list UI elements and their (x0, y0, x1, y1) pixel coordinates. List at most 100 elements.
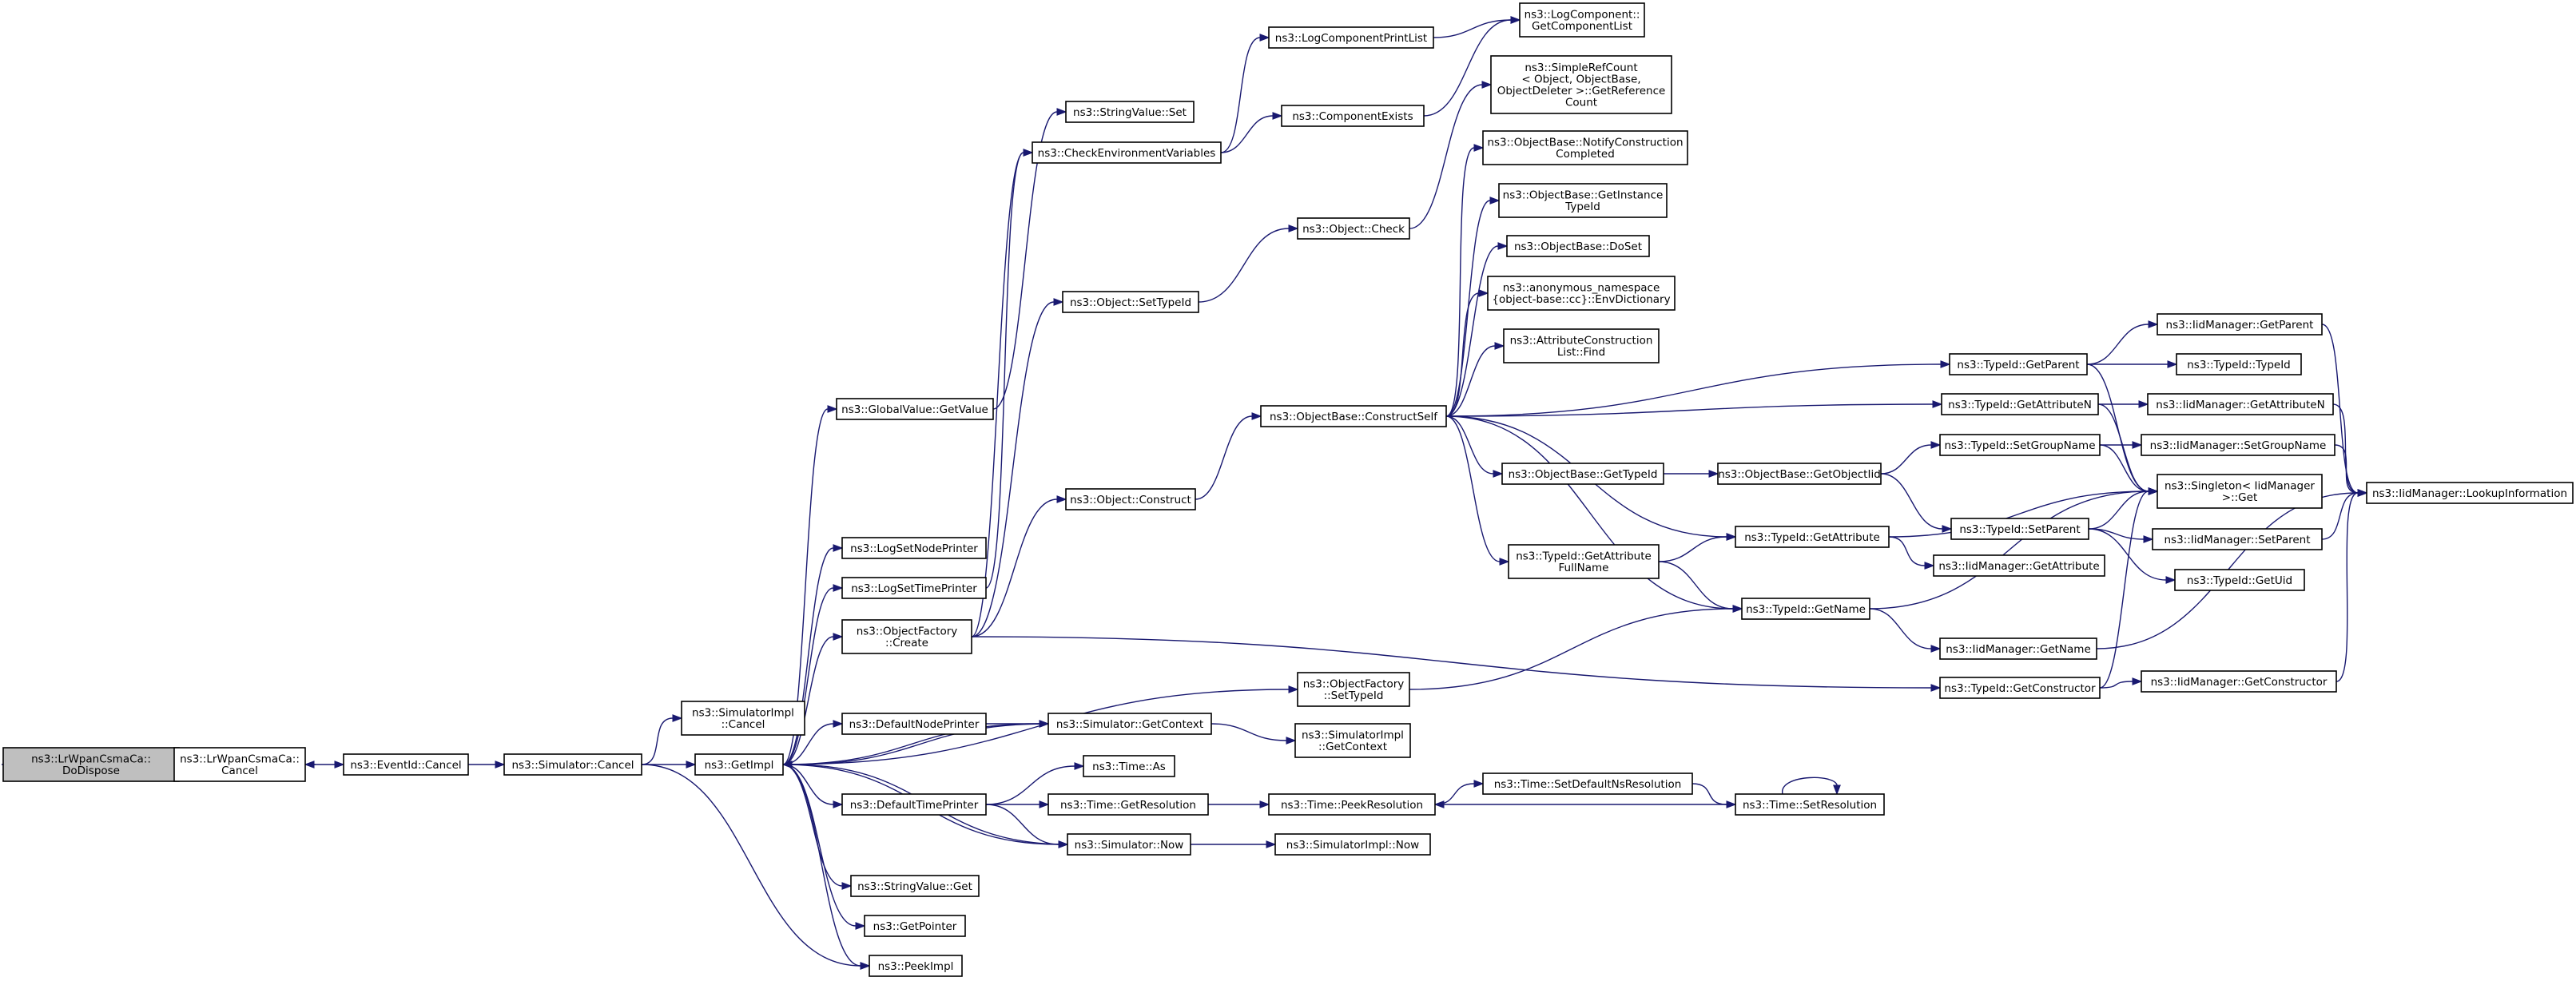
edge-getimpl-to-logsettime (782, 584, 844, 765)
node-tid-getparent[interactable]: ns3::TypeId::GetParent (1949, 353, 2088, 375)
node-logcomp-getlist[interactable]: ns3::LogComponent::GetComponentList (1519, 2, 1645, 38)
node-ob-gettypeid[interactable]: ns3::ObjectBase::GetTypeId (1501, 463, 1664, 485)
node-time-setres[interactable]: ns3::Time::SetResolution (1735, 793, 1885, 816)
node-box (503, 753, 642, 776)
node-obj-check[interactable]: ns3::Object::Check (1297, 217, 1410, 240)
node-box (841, 577, 987, 599)
node-box (2176, 353, 2302, 375)
node-iid-getctor[interactable]: ns3::IidManager::GetConstructor (2141, 670, 2337, 693)
edge-arrowhead (833, 544, 844, 552)
node-tid-getuid[interactable]: ns3::TypeId::GetUid (2174, 569, 2305, 591)
node-sim-cancel[interactable]: ns3::Simulator::Cancel (503, 753, 642, 776)
node-box (1032, 141, 1222, 164)
node-iid-getparent[interactable]: ns3::IidManager::GetParent (2157, 313, 2323, 336)
edge-arrowhead (1074, 762, 1085, 770)
edge-line (1210, 723, 1287, 741)
edge-tid-getparent-to-singleton-get (2086, 363, 2159, 495)
edge-tid-getattrfull-to-tid-getattr (1658, 533, 1737, 562)
node-label: ns3::IidManager::GetAttributeN (2156, 399, 2324, 411)
node-tid-setgroup[interactable]: ns3::TypeId::SetGroupName (1939, 434, 2101, 456)
node-time-peekres[interactable]: ns3::Time::PeekResolution (1268, 793, 1436, 816)
node-iid-getname[interactable]: ns3::IidManager::GetName (1939, 637, 2097, 660)
node-label: ns3::PeekImpl (878, 960, 954, 973)
node-box (2366, 482, 2574, 504)
node-logcompprint[interactable]: ns3::LogComponentPrintList (1268, 26, 1434, 49)
node-deftime[interactable]: ns3::DefaultTimePrinter (841, 793, 987, 816)
node-label: FullName (1559, 562, 1609, 574)
node-compexists[interactable]: ns3::ComponentExists (1281, 105, 1425, 127)
node-box (1503, 328, 1660, 363)
node-getimpl[interactable]: ns3::GetImpl (694, 753, 784, 776)
edge-ob-constructself-to-tid-getparent (1445, 360, 1951, 417)
edge-line (1691, 783, 1727, 805)
node-logsetnode[interactable]: ns3::LogSetNodePrinter (841, 537, 987, 559)
node-sim-getcontext[interactable]: ns3::Simulator::GetContext (1047, 713, 1212, 735)
node-label: ns3::ObjectBase::NotifyConstruction (1487, 137, 1683, 149)
edge-line (2099, 490, 2149, 689)
edge-line (992, 111, 1058, 410)
edge-line (2332, 403, 2359, 494)
node-box (1490, 55, 1672, 114)
node-ob-notify[interactable]: ns3::ObjectBase::NotifyConstructionCompl… (1482, 130, 1688, 165)
node-box (343, 753, 469, 776)
edge-line (2099, 681, 2133, 689)
node-sv-get[interactable]: ns3::StringValue::Get (850, 875, 980, 897)
node-box (1735, 793, 1885, 816)
edge-obj-construct-to-ob-constructself (1195, 412, 1262, 500)
node-tid-getname[interactable]: ns3::TypeId::GetName (1741, 598, 1870, 620)
node-tid-getattrn[interactable]: ns3::TypeId::GetAttributeN (1941, 393, 2099, 415)
node-getpointer[interactable]: ns3::GetPointer (864, 915, 966, 937)
node-eventid-cancel[interactable]: ns3::EventId::Cancel (343, 753, 469, 776)
node-ob-getobjectiid[interactable]: ns3::ObjectBase::GetObjectIid (1717, 463, 1882, 485)
node-checkenv[interactable]: ns3::CheckEnvironmentVariables (1032, 141, 1222, 164)
node-tid-getctor[interactable]: ns3::TypeId::GetConstructor (1939, 677, 2101, 699)
node-obj-construct[interactable]: ns3::Object::Construct (1065, 488, 1196, 510)
node-of-settypeid[interactable]: ns3::ObjectFactory::SetTypeId (1297, 672, 1410, 707)
node-iid-setparent[interactable]: ns3::IidManager::SetParent (2152, 528, 2323, 550)
node-obj-settypeid[interactable]: ns3::Object::SetTypeId (1062, 291, 1199, 313)
node-ob-doset[interactable]: ns3::ObjectBase::DoSet (1506, 235, 1650, 257)
node-ob-constructself[interactable]: ns3::ObjectBase::ConstructSelf (1260, 405, 1447, 427)
node-anon-envdict[interactable]: ns3::anonymous_namespace{object-base::cc… (1487, 276, 1676, 311)
node-label: ns3::ObjectBase::DoSet (1514, 240, 1642, 253)
edge-arrowhead (1288, 224, 1299, 232)
node-tid-typeid[interactable]: ns3::TypeId::TypeId (2176, 353, 2302, 375)
node-defnode[interactable]: ns3::DefaultNodePrinter (841, 713, 987, 735)
node-sv-set[interactable]: ns3::StringValue::Set (1065, 101, 1195, 123)
node-csmaca-cancel[interactable]: ns3::LrWpanCsmaCa::Cancel (173, 747, 306, 782)
node-dodispose[interactable]: ns3::LrWpanCsmaCa::DoDispose (2, 747, 180, 782)
edge-ob-getobjectiid-to-tid-setgroup (1880, 441, 1942, 475)
node-iid-lookup[interactable]: ns3::IidManager::LookupInformation (2366, 482, 2574, 504)
node-simplerefcount[interactable]: ns3::SimpleRefCount< Object, ObjectBase,… (1490, 55, 1672, 114)
node-label: ns3::TypeId::GetAttribute (1516, 550, 1652, 563)
node-iid-getattrn[interactable]: ns3::IidManager::GetAttributeN (2147, 393, 2334, 415)
edge-line (1409, 84, 1483, 229)
node-time-setdefns[interactable]: ns3::Time::SetDefaultNsResolution (1482, 772, 1693, 795)
node-iid-getattr[interactable]: ns3::IidManager::GetAttribute (1933, 554, 2105, 577)
node-gv-getvalue[interactable]: ns3::GlobalValue::GetValue (836, 398, 994, 420)
node-time-as[interactable]: ns3::Time::As (1083, 755, 1175, 777)
node-peekimpl[interactable]: ns3::PeekImpl (869, 955, 963, 977)
node-label: ns3::LrWpanCsmaCa:: (31, 753, 151, 766)
node-iid-setgroup[interactable]: ns3::IidManager::SetGroupName (2141, 434, 2335, 456)
node-label: ns3::SimulatorImpl::Now (1286, 839, 1419, 852)
node-label: ns3::Simulator::Cancel (511, 759, 634, 772)
edge-obj-settypeid-to-obj-check (1198, 224, 1299, 303)
node-label: ns3::Object::Construct (1070, 494, 1191, 506)
node-singleton-get[interactable]: ns3::Singleton< IidManager>::Get (2157, 474, 2323, 509)
node-tid-getattr[interactable]: ns3::TypeId::GetAttribute (1735, 526, 1890, 548)
node-time-getres[interactable]: ns3::Time::GetResolution (1047, 793, 1209, 816)
edge-tid-getctor-to-iid-getctor (2099, 677, 2143, 689)
node-tid-setparent[interactable]: ns3::TypeId::SetParent (1950, 518, 2089, 540)
edge-arrowhead (495, 761, 506, 769)
node-simimpl-cancel[interactable]: ns3::SimulatorImpl::Cancel (681, 701, 805, 736)
node-simimpl-getcontext[interactable]: ns3::SimulatorImpl::GetContext (1294, 723, 1411, 758)
node-logsettime[interactable]: ns3::LogSetTimePrinter (841, 577, 987, 599)
node-simimpl-now[interactable]: ns3::SimulatorImpl::Now (1274, 833, 1431, 856)
node-of-create[interactable]: ns3::ObjectFactory::Create (841, 619, 972, 654)
node-sim-now[interactable]: ns3::Simulator::Now (1067, 833, 1191, 856)
node-box (2141, 670, 2337, 693)
